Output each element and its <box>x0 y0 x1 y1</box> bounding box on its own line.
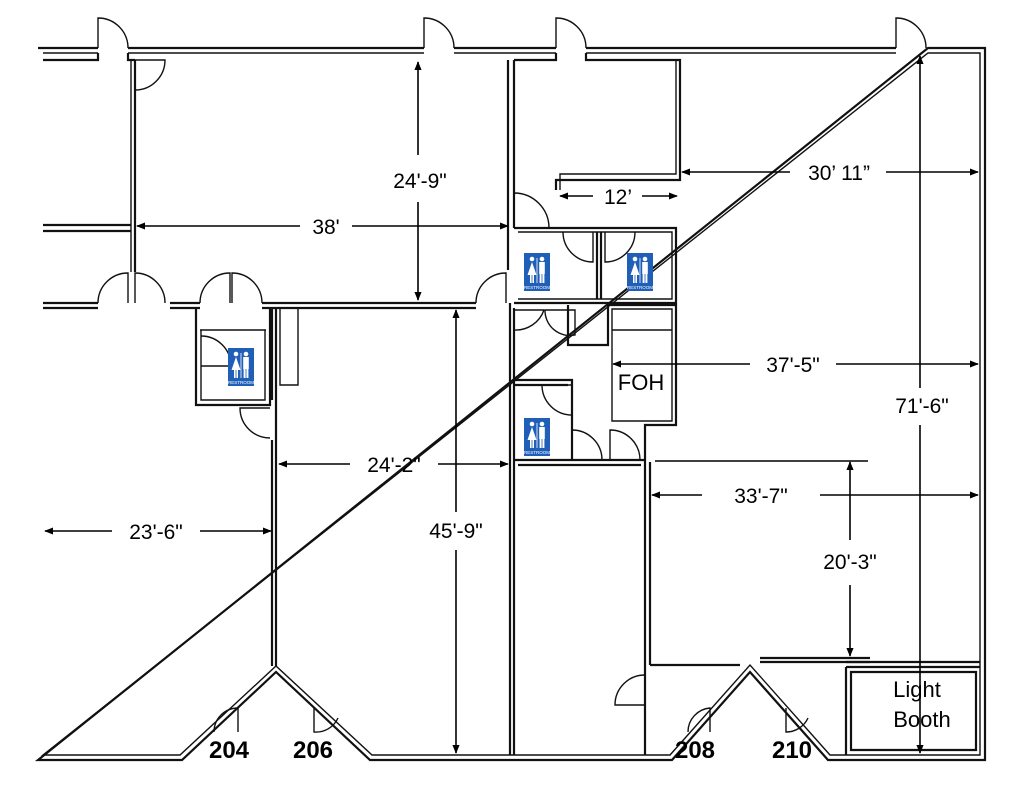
restroom-sign-lower: RESTROOM <box>524 418 550 456</box>
restroom-sign-upper-left: RESTROOM <box>524 253 550 291</box>
restroom-sign-upper-right: RESTROOM <box>627 253 653 291</box>
dimension-labels: 24'-9" 38' 12’ 30’ 11” 37'-5" 71'-6" 24'… <box>129 162 949 574</box>
dim-label-71-6: 71'-6" <box>895 395 949 418</box>
restroom-sign-middle: RESTROOM <box>228 348 254 386</box>
dim-label-20-3: 20'-3" <box>823 551 877 574</box>
room-label-light-booth-1: Light <box>893 677 941 702</box>
unit-number-206: 206 <box>293 737 333 764</box>
unit-numbers: 204 206 208 210 <box>209 737 812 764</box>
unit-number-210: 210 <box>772 737 812 764</box>
restroom-sign-label: RESTROOM <box>228 380 254 385</box>
restroom-sign-label: RESTROOM <box>627 285 653 290</box>
dim-label-33-7: 33'-7" <box>734 485 788 508</box>
room-label-foh: FOH <box>618 370 664 395</box>
dimension-lines <box>44 55 979 754</box>
room-labels: FOH Light Booth <box>618 370 951 732</box>
outer-walls <box>34 46 987 762</box>
dim-label-37-5: 37'-5" <box>766 354 820 377</box>
unit-number-208: 208 <box>675 737 715 764</box>
unit-number-204: 204 <box>209 737 250 764</box>
dim-label-24-2: 24'-2" <box>367 454 421 477</box>
dim-label-45-9: 45'-9" <box>429 520 483 543</box>
restroom-sign-label: RESTROOM <box>524 450 550 455</box>
dim-label-24-9: 24'-9" <box>393 170 447 193</box>
restroom-sign-label: RESTROOM <box>524 285 550 290</box>
dim-label-30-11: 30’ 11” <box>808 162 870 185</box>
interior-walls <box>43 53 980 755</box>
room-label-light-booth-2: Booth <box>893 707 951 732</box>
dim-label-12: 12’ <box>604 186 632 209</box>
dim-label-38: 38' <box>312 216 339 239</box>
dim-label-23-6: 23'-6" <box>129 521 183 544</box>
